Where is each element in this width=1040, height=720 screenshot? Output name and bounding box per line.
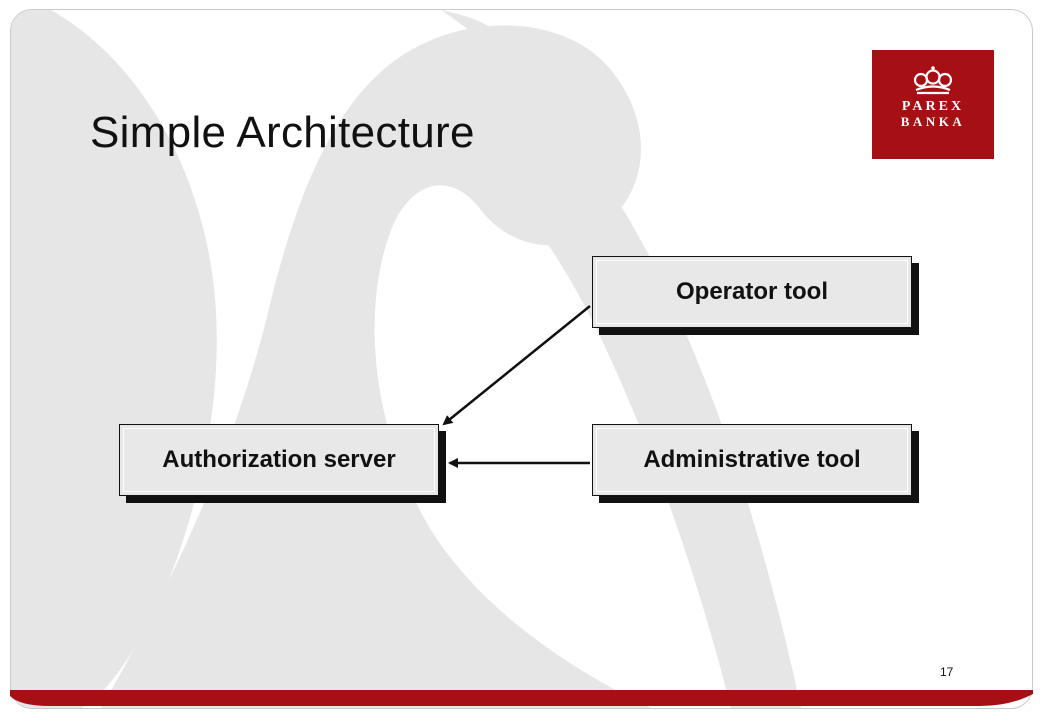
watermark-left-stroke xyxy=(11,10,217,708)
parex-banka-logo: PAREX BANKA xyxy=(872,50,994,159)
node-operator-tool: Operator tool xyxy=(592,256,919,335)
crown-icon xyxy=(913,66,953,95)
page-number: 17 xyxy=(940,665,954,679)
bottom-accent-bar xyxy=(10,690,1033,706)
edge-operator-to-auth xyxy=(442,305,591,426)
node-box: Authorization server xyxy=(119,424,439,496)
background-watermark-art xyxy=(11,10,801,708)
slide-frame xyxy=(10,9,1033,709)
logo-text-parex: PAREX xyxy=(901,99,965,114)
node-label: Administrative tool xyxy=(643,446,861,473)
node-label: Authorization server xyxy=(162,446,396,473)
node-box: Administrative tool xyxy=(592,424,912,496)
slide-title: Simple Architecture xyxy=(90,108,475,157)
node-label: Operator tool xyxy=(675,278,828,305)
node-administrative-tool: Administrative tool xyxy=(592,424,919,503)
node-box: Operator tool xyxy=(592,256,912,328)
node-authorization-server: Authorization server xyxy=(119,424,446,503)
logo-text-banka: BANKA xyxy=(900,114,966,129)
watermark-right-stroke xyxy=(441,10,801,708)
